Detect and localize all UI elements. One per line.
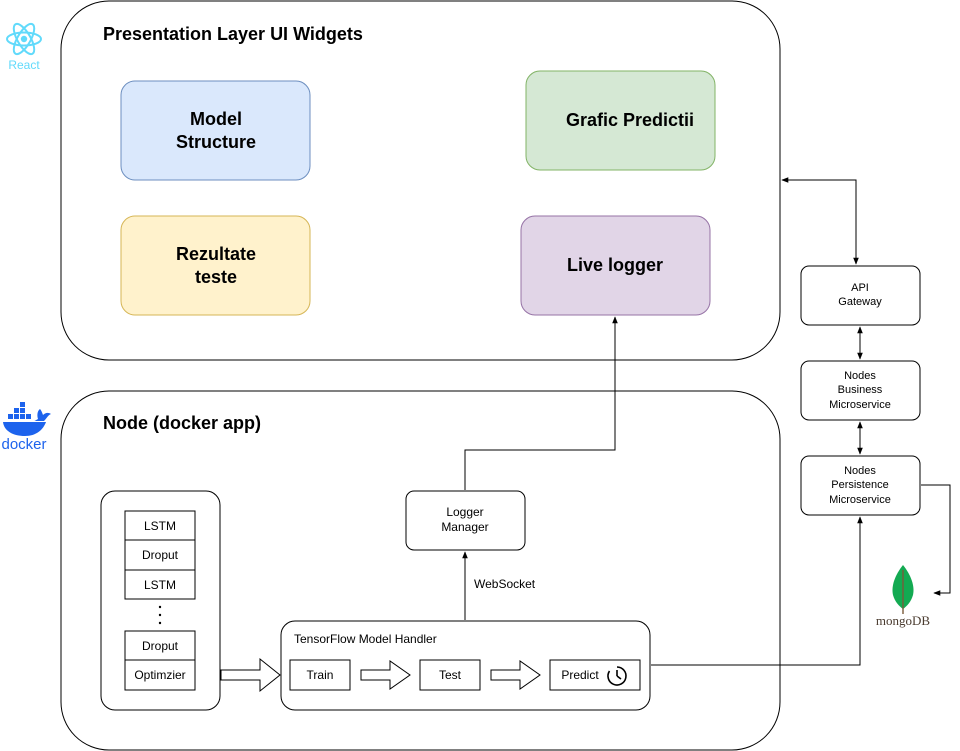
react-logo-icon: React xyxy=(6,22,42,72)
handler-to-persistence-connector xyxy=(651,516,863,666)
persistence-label-line2: Persistence xyxy=(831,479,888,491)
layer-ellipsis-icon xyxy=(158,605,162,625)
layer-lstm-2[interactable]: LSTM xyxy=(124,569,196,600)
logger-to-live-logger-connector xyxy=(464,316,618,490)
gateway-ui-connector xyxy=(781,177,859,265)
layer-lstm-2-label: LSTM xyxy=(144,578,176,592)
persistence-to-mongodb-connector xyxy=(921,484,951,596)
layer-droput-2-label: Droput xyxy=(142,639,179,653)
logger-manager-label-line2: Manager xyxy=(441,520,488,534)
layer-droput-1[interactable]: Droput xyxy=(124,539,196,571)
model-structure-label-line1: Model xyxy=(190,109,242,129)
logger-manager[interactable]: Logger Manager xyxy=(405,490,526,551)
api-gateway-label-line1: API xyxy=(851,282,869,294)
test-step-label: Test xyxy=(439,668,462,682)
layer-lstm-1-label: LSTM xyxy=(144,519,176,533)
persistence-label-line3: Microservice xyxy=(829,494,891,506)
predict-step[interactable]: Predict xyxy=(549,659,641,691)
logger-manager-label-line1: Logger xyxy=(446,505,483,519)
model-structure-widget[interactable]: Model Structure xyxy=(120,80,311,181)
rezultate-label-line2: teste xyxy=(195,267,237,287)
react-logo-text: React xyxy=(8,58,40,72)
node-docker-title: Node (docker app) xyxy=(103,413,261,433)
layer-optimizer-label: Optimzier xyxy=(134,668,185,682)
mongodb-logo-text: mongoDB xyxy=(876,613,931,628)
docker-logo-icon: docker xyxy=(1,402,51,453)
predict-step-label: Predict xyxy=(561,668,599,682)
live-logger-label: Live logger xyxy=(567,255,663,275)
nodes-persistence-microservice[interactable]: Nodes Persistence Microservice xyxy=(800,455,921,516)
layer-optimizer[interactable]: Optimzier xyxy=(124,659,196,691)
live-logger-widget[interactable]: Live logger xyxy=(520,215,711,316)
persistence-label-line1: Nodes xyxy=(844,465,876,477)
train-to-test-arrow-icon xyxy=(360,660,411,690)
layer-droput-1-label: Droput xyxy=(142,548,179,562)
test-step[interactable]: Test xyxy=(419,659,481,691)
business-label-line3: Microservice xyxy=(829,399,891,411)
layer-droput-2[interactable]: Droput xyxy=(124,630,196,661)
rezultate-teste-widget[interactable]: Rezultate teste xyxy=(120,215,311,316)
train-step[interactable]: Train xyxy=(289,659,351,691)
business-label-line2: Business xyxy=(838,384,883,396)
stack-to-handler-arrow-icon xyxy=(220,657,281,693)
presentation-layer-title: Presentation Layer UI Widgets xyxy=(103,24,363,44)
train-step-label: Train xyxy=(307,668,334,682)
mongodb-logo-icon: mongoDB xyxy=(876,565,931,628)
business-label-line1: Nodes xyxy=(844,370,876,382)
timer-icon xyxy=(607,666,627,686)
grafic-predictii-widget[interactable]: Grafic Predictii xyxy=(525,70,716,171)
websocket-label: WebSocket xyxy=(474,577,536,591)
rezultate-label-line1: Rezultate xyxy=(176,244,256,264)
nodes-business-microservice[interactable]: Nodes Business Microservice xyxy=(800,360,921,421)
layer-lstm-1[interactable]: LSTM xyxy=(124,510,196,541)
api-gateway[interactable]: API Gateway xyxy=(800,265,921,326)
model-structure-label-line2: Structure xyxy=(176,132,256,152)
test-to-predict-arrow-icon xyxy=(490,660,541,690)
tensorflow-model-handler-title: TensorFlow Model Handler xyxy=(294,632,437,646)
api-gateway-label-line2: Gateway xyxy=(838,296,882,308)
docker-logo-text: docker xyxy=(1,436,46,453)
grafic-predictii-label: Grafic Predictii xyxy=(566,110,694,130)
